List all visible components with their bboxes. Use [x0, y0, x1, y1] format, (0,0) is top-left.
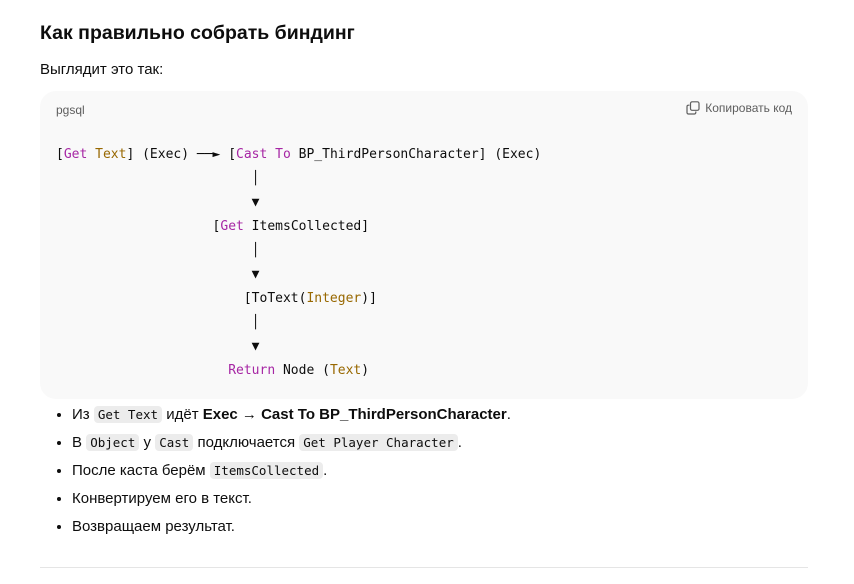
heading: Как правильно собрать биндинг	[40, 22, 355, 44]
list-item: Конвертируем его в текст.	[72, 485, 511, 513]
copy-code-label: Копировать код	[705, 101, 792, 115]
steps-list: Из Get Text идёт Exec → Cast To BP_Third…	[40, 401, 511, 541]
code-line-8: │	[56, 315, 260, 330]
code-line-4: [Get ItemsCollected]	[56, 219, 370, 234]
inline-code: Object	[86, 434, 140, 451]
inline-code: Get Text	[93, 406, 163, 423]
code-block: pgsql Копировать код [Get Text] (Exec) ─…	[40, 91, 808, 399]
list-item: После каста берём ItemsCollected.	[72, 457, 511, 485]
copy-code-button[interactable]: Копировать код	[686, 101, 792, 115]
code-line-10: Return Node (Text)	[228, 363, 370, 378]
list-item: Возвращаем результат.	[72, 513, 511, 541]
copy-icon	[686, 101, 700, 115]
code-line-2: │	[56, 171, 260, 186]
code-line-6: ▼	[56, 267, 260, 282]
code-line-7: [ToText(Integer)]	[56, 291, 377, 306]
inline-code: Cast	[155, 434, 194, 451]
list-item: Из Get Text идёт Exec → Cast To BP_Third…	[72, 401, 511, 429]
inline-code: ItemsCollected	[209, 462, 324, 479]
divider	[40, 567, 808, 568]
code-line-5: │	[56, 243, 260, 258]
list-item: В Object у Cast подключается Get Player …	[72, 429, 511, 457]
inline-code: Get Player Character	[299, 434, 458, 451]
intro-text: Выглядит это так:	[40, 61, 164, 78]
bold-text: Exec → Cast To BP_ThirdPersonCharacter	[202, 406, 507, 423]
code-line-1: [Get Text] (Exec) ──► [Cast To BP_ThirdP…	[56, 147, 542, 162]
code-line-3: ▼	[56, 195, 260, 210]
code-line-9: ▼	[56, 339, 260, 354]
code-content: [Get Text] (Exec) ──► [Cast To BP_ThirdP…	[56, 143, 541, 383]
code-language-label: pgsql	[56, 103, 85, 117]
